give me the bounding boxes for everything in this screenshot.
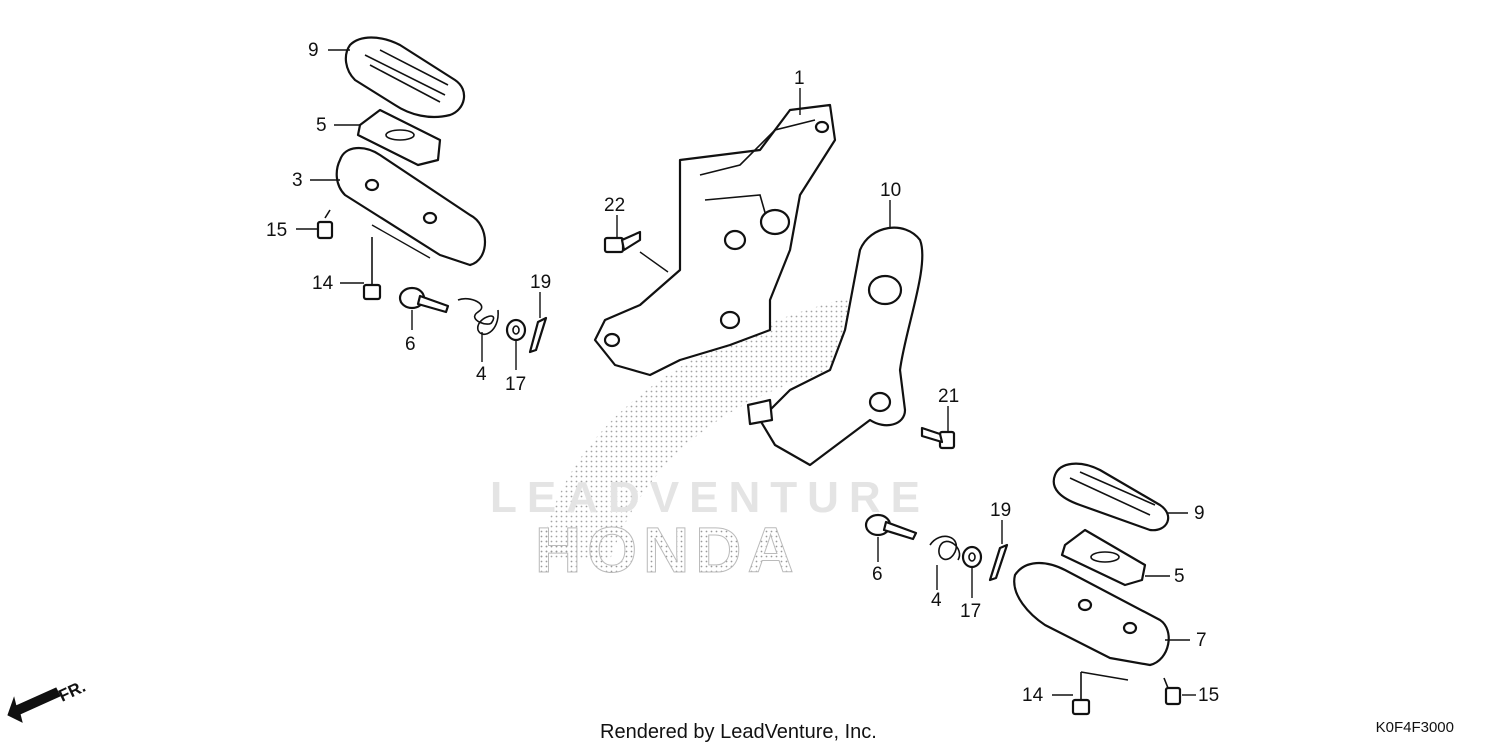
rendered-by-credit: Rendered by LeadVenture, Inc.: [600, 721, 877, 743]
front-direction-indicator: FR.: [7, 677, 89, 723]
front-arrow-icon: [7, 687, 61, 723]
cotter-pin-19-left[interactable]: [528, 316, 548, 354]
washer-17-left[interactable]: [505, 318, 527, 342]
washer-17-right[interactable]: [961, 545, 983, 569]
bolt-14-right[interactable]: [1071, 672, 1091, 716]
footpeg-joint-plate-right[interactable]: [1060, 528, 1147, 587]
callout-9-right: 9: [1194, 503, 1205, 524]
step-holder-bracket[interactable]: [593, 103, 837, 377]
callout-19-right: 19: [990, 500, 1011, 521]
watermark: HONDA LEADVENTURE: [490, 290, 930, 587]
callout-labels: 9 5 3 15 14 6 4 17 19 1 22 10 21 9 5 7 1…: [266, 40, 1219, 706]
callout-9-left: 9: [308, 40, 319, 61]
spring-4-right[interactable]: [929, 535, 961, 561]
callout-4-left: 4: [476, 364, 487, 385]
front-label: FR.: [56, 677, 89, 706]
bolt-22[interactable]: [603, 230, 642, 254]
bolt-14-left[interactable]: [362, 237, 382, 301]
callout-5-right: 5: [1174, 566, 1185, 587]
callout-14-right: 14: [1022, 685, 1044, 706]
callout-7: 7: [1196, 630, 1207, 651]
callout-21: 21: [938, 386, 959, 407]
bolt-21[interactable]: [920, 426, 956, 450]
watermark-brand: HONDA: [535, 514, 800, 586]
bolt-15-right[interactable]: [1163, 677, 1182, 706]
callout-3: 3: [292, 170, 303, 191]
callout-15-right: 15: [1198, 685, 1219, 706]
callout-10: 10: [880, 180, 901, 201]
pin-6-left[interactable]: [398, 286, 450, 314]
watermark-text: LEADVENTURE: [490, 473, 930, 522]
cotter-pin-19-right[interactable]: [988, 543, 1009, 582]
callout-4-right: 4: [931, 590, 942, 611]
bolt-15-left[interactable]: [316, 209, 334, 240]
pin-6-right[interactable]: [864, 513, 918, 541]
callout-1: 1: [794, 68, 805, 89]
diagram-code: K0F4F3000: [1375, 719, 1454, 736]
leader-lines: [296, 49, 1196, 696]
heel-guard-plate[interactable]: [746, 226, 924, 467]
rider-footpeg-rubber-left[interactable]: [344, 36, 466, 119]
callout-6-left: 6: [405, 334, 416, 355]
callout-14-left: 14: [312, 273, 334, 294]
callout-5-left: 5: [316, 115, 327, 136]
passenger-footpeg-right[interactable]: [1013, 562, 1170, 667]
callout-17-left: 17: [505, 374, 526, 395]
callout-19-left: 19: [530, 272, 551, 293]
callout-15-left: 15: [266, 220, 287, 241]
callout-6-right: 6: [872, 564, 883, 585]
callout-22: 22: [604, 195, 625, 216]
footpeg-joint-plate-left[interactable]: [356, 108, 442, 167]
passenger-footpeg-rubber-right[interactable]: [1052, 462, 1170, 532]
callout-17-right: 17: [960, 601, 981, 622]
spring-4-left[interactable]: [457, 297, 499, 335]
